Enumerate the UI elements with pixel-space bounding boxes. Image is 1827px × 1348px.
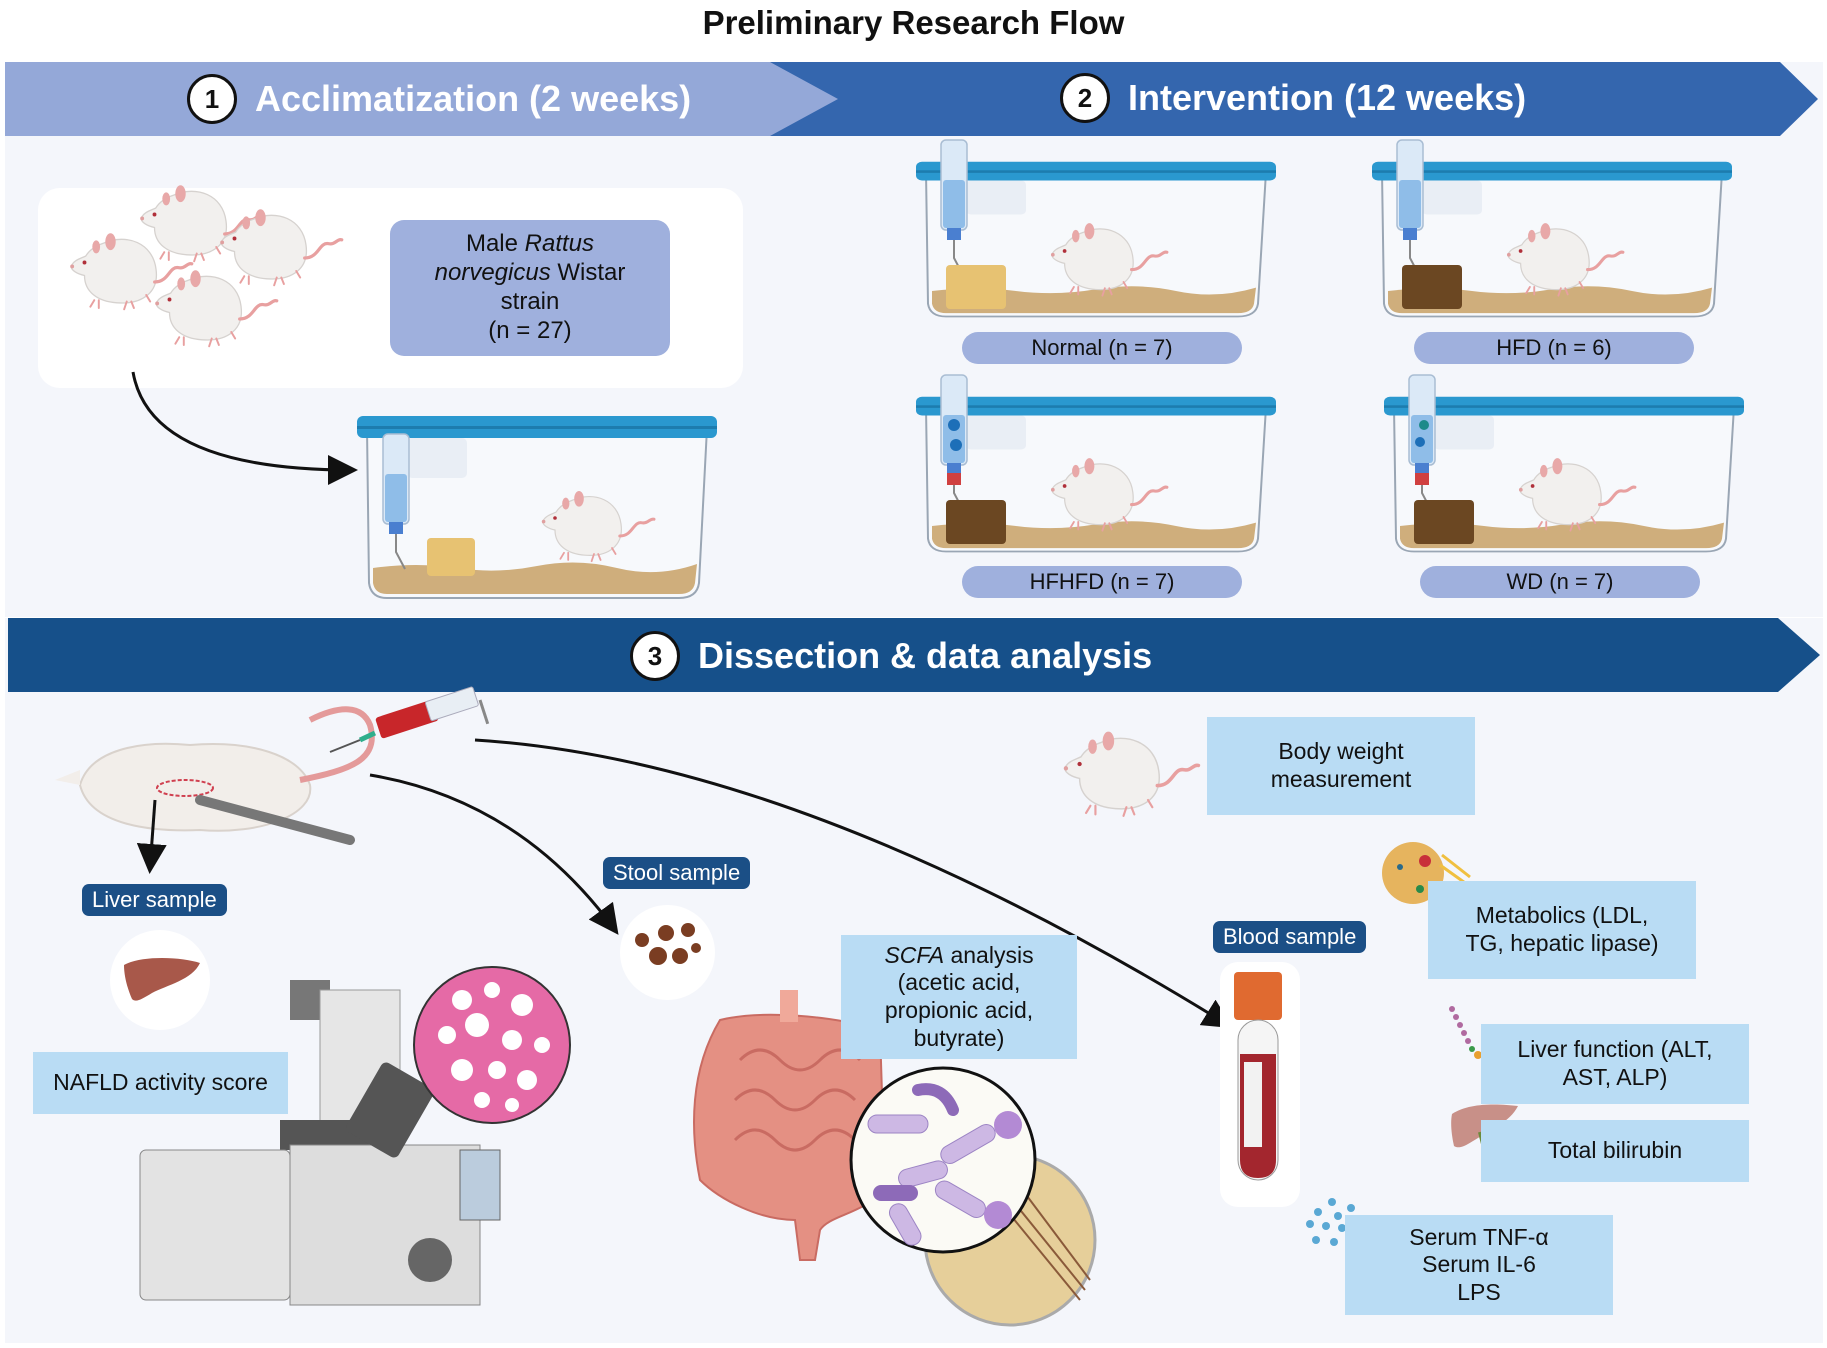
enzyme-icon — [1449, 1006, 1487, 1059]
metabolics-box: Metabolics (LDL, TG, hepatic lipase) — [1428, 881, 1696, 979]
dissected-rat-icon — [55, 706, 375, 845]
blood-sample-tag: Blood sample — [1213, 921, 1367, 953]
stool-icon-circle — [620, 905, 715, 1000]
bacteria-icon — [849, 1066, 1037, 1254]
intestine-icon — [693, 990, 887, 1261]
arrow-to-blood-sample — [474, 738, 1234, 1029]
scfa-analysis-box: SCFA analysis (acetic acid, propionic ac… — [841, 935, 1077, 1059]
group-hfd-label: HFD (n = 6) — [1414, 332, 1694, 364]
subject-line-3: strain — [500, 288, 560, 315]
total-bilirubin-box: Total bilirubin — [1481, 1120, 1749, 1182]
nafld-score-box: NAFLD activity score — [33, 1052, 288, 1114]
serum-line-3: LPS — [1457, 1278, 1501, 1305]
stool-sample-tag: Stool sample — [603, 857, 751, 889]
scfa-line-2: (acetic acid, — [897, 969, 1021, 996]
microscope-icon — [139, 980, 501, 1306]
liver-function-box: Liver function (ALT, AST, ALP) — [1481, 1024, 1749, 1104]
scfa-abbrev: SCFA — [884, 941, 945, 968]
acclimatization-cage-icon — [356, 415, 718, 599]
group-hfhfd-label: HFHFD (n = 7) — [962, 566, 1242, 598]
group-normal-label: Normal (n = 7) — [962, 332, 1242, 364]
serum-markers-box: Serum TNF-α Serum IL-6 LPS — [1345, 1215, 1613, 1315]
metabolics-line-1: Metabolics (LDL, — [1475, 902, 1649, 929]
cage-wd-icon — [1383, 374, 1745, 553]
cage-hfhfd-icon — [915, 374, 1277, 553]
stage-2-heading: 2 Intervention (12 weeks) — [1060, 70, 1526, 126]
liver-icon — [124, 958, 200, 1001]
stage-1-number: 1 — [187, 74, 237, 124]
body-weight-box: Body weight measurement — [1207, 717, 1475, 815]
stool-icon — [635, 923, 701, 965]
stage-1-heading: 1 Acclimatization (2 weeks) — [187, 71, 691, 127]
syringe-icon — [329, 686, 490, 753]
serum-line-1: Serum TNF-α — [1409, 1223, 1549, 1250]
stage-3-banner — [8, 618, 1820, 692]
arrow-to-liver-sample — [136, 799, 167, 874]
scfa-word: analysis — [944, 941, 1034, 968]
subject-line-2: norvegicus Wistar — [435, 259, 626, 288]
stage-2-number: 2 — [1060, 73, 1110, 123]
subject-sex: Male — [465, 230, 525, 258]
subject-description-box: Male Rattus norvegicus Wistar strain (n … — [390, 220, 670, 356]
diagram-title: Preliminary Research Flow — [702, 4, 1125, 41]
scfa-line-3: propionic acid, — [884, 997, 1034, 1023]
subject-strain-name: Wistar — [550, 259, 626, 287]
blood-tube-icon — [1234, 972, 1282, 1181]
cage-normal-icon — [915, 139, 1277, 318]
cage-hfd-icon — [1371, 139, 1733, 318]
arrow-to-stool-sample — [369, 773, 619, 935]
body-weight-line-2: measurement — [1270, 766, 1412, 792]
stage-2-banner — [770, 62, 1818, 136]
liver-function-line-2: AST, ALP) — [1562, 1064, 1668, 1090]
stage-1-label: Acclimatization (2 weeks) — [255, 78, 692, 119]
serum-line-2: Serum IL-6 — [1422, 1251, 1536, 1278]
stage-3-heading: 3 Dissection & data analysis — [630, 628, 1152, 684]
metabolics-line-2: TG, hepatic lipase) — [1465, 930, 1659, 956]
subject-count: (n = 27) — [488, 316, 572, 344]
stage-2-label: Intervention (12 weeks) — [1128, 77, 1527, 118]
stage-3-number: 3 — [630, 631, 680, 681]
scfa-line-1: SCFA analysis — [884, 942, 1033, 970]
group-wd-label: WD (n = 7) — [1420, 566, 1700, 598]
stage-3-label: Dissection & data analysis — [698, 635, 1153, 676]
subject-species: norvegicus — [434, 259, 551, 287]
liver-sample-tag: Liver sample — [82, 884, 227, 916]
subject-line-1: Male Rattus — [466, 230, 594, 259]
histology-icon — [413, 966, 571, 1124]
scfa-line-4: butyrate) — [913, 1024, 1005, 1051]
liver-function-line-1: Liver function (ALT, — [1517, 1036, 1713, 1063]
body-weight-line-1: Body weight — [1278, 738, 1404, 765]
subject-genus: Rattus — [524, 230, 595, 258]
